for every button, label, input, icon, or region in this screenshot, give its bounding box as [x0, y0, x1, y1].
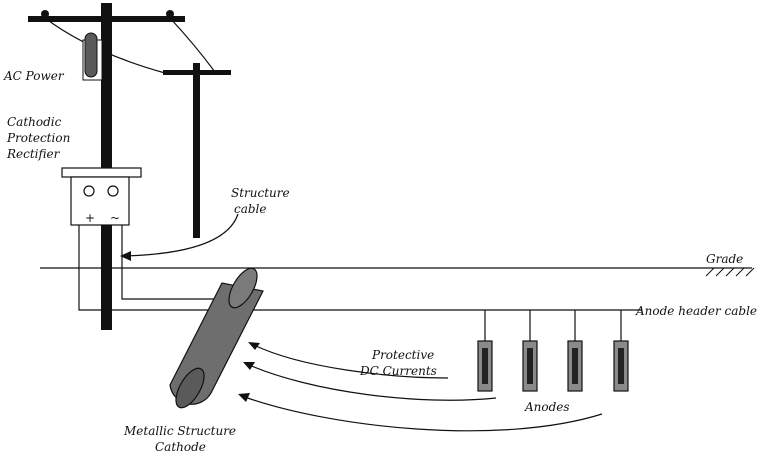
rectifier-meter-right — [107, 185, 119, 197]
label-cathode-line2: Cathode — [155, 440, 206, 454]
label-rectifier-line3: Rectifier — [6, 147, 61, 161]
terminal-plus: + — [85, 211, 95, 225]
label-rectifier-line1: Cathodic — [7, 115, 62, 129]
anode-3 — [567, 310, 583, 392]
ac-power-transformer — [82, 32, 103, 81]
structure-cable-arrow — [120, 213, 239, 261]
dc-current-arrows — [238, 342, 603, 432]
rectifier-box: + ~ — [61, 167, 142, 226]
rectifier-meter-left — [83, 185, 95, 197]
grade-line — [40, 267, 755, 277]
rectifier-wires — [78, 225, 642, 311]
label-anode-header-cable: Anode header cable — [635, 304, 757, 318]
terminal-minus: ~ — [110, 211, 120, 225]
secondary-utility-pole — [163, 63, 231, 238]
label-cathode-line1: Metallic Structure — [123, 424, 236, 438]
metallic-structure-pipe — [169, 267, 264, 409]
label-protective-line1: Protective — [371, 348, 434, 362]
label-grade: Grade — [706, 252, 743, 266]
anode-1 — [477, 310, 493, 392]
label-ac-power: AC Power — [3, 69, 65, 83]
anode-4 — [613, 310, 629, 392]
label-anodes: Anodes — [524, 400, 570, 414]
label-structure-cable-line2: cable — [234, 202, 267, 216]
anode-2 — [522, 310, 538, 392]
label-protective-line2: DC Currents — [359, 364, 437, 378]
label-structure-cable-line1: Structure — [231, 186, 290, 200]
label-rectifier-line2: Protection — [6, 131, 70, 145]
